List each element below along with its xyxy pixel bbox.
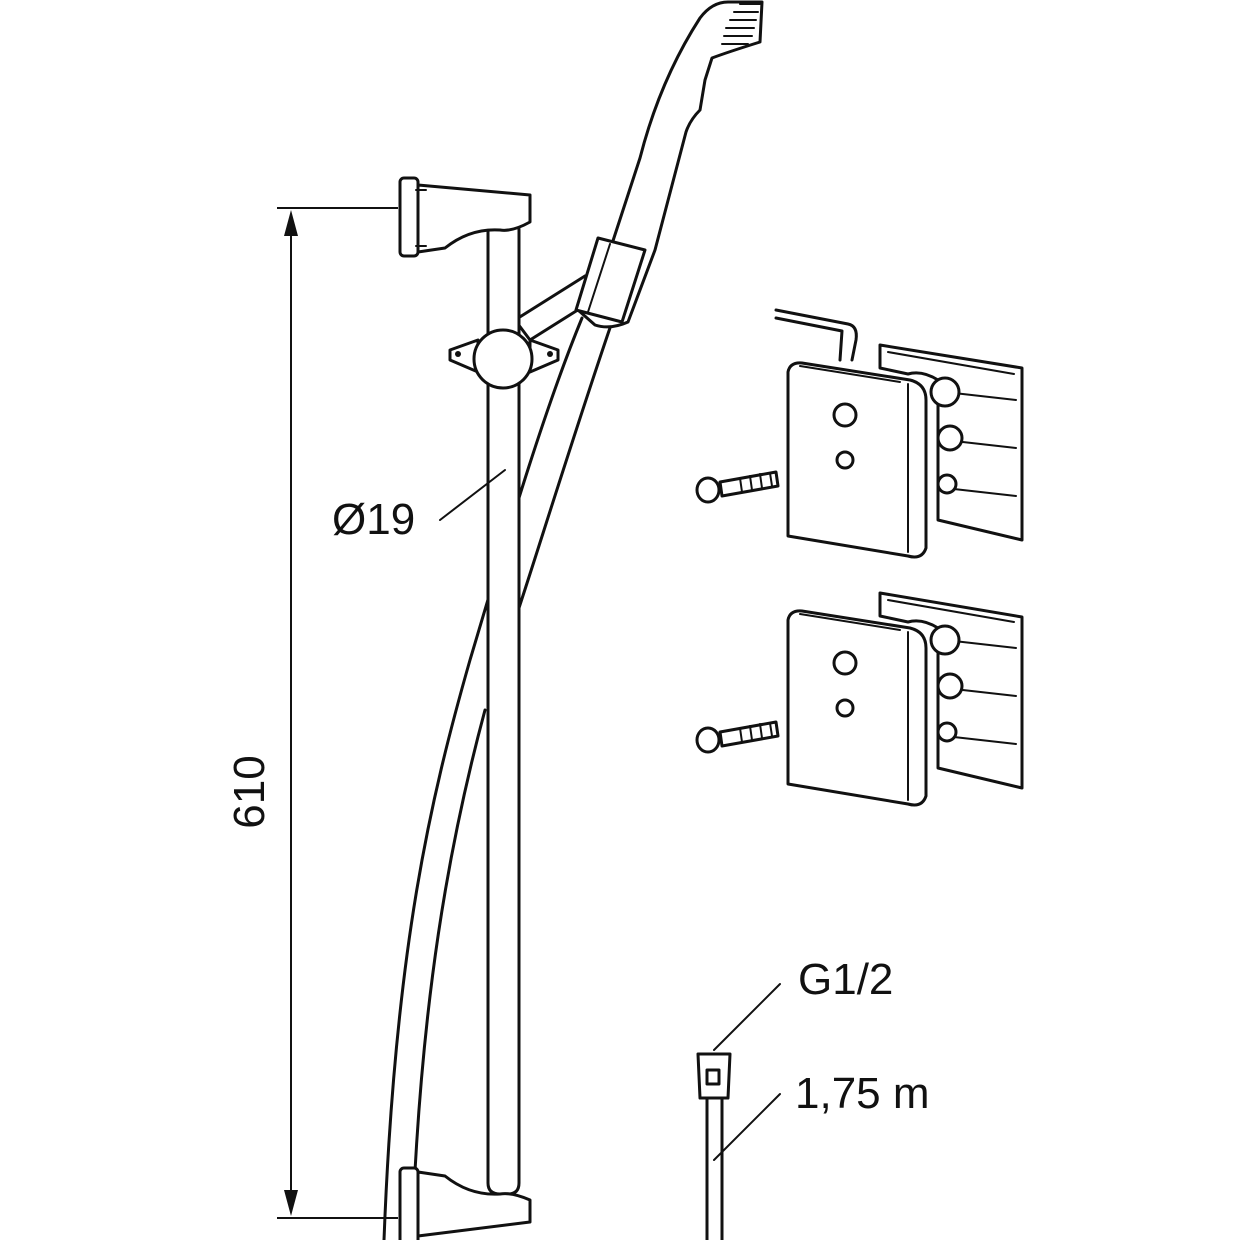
height-dimension	[277, 207, 398, 1219]
rail-diameter-label: Ø19	[332, 495, 416, 544]
upper-bracket	[695, 343, 1024, 559]
height-dimension-label: 610	[225, 755, 274, 829]
shower-rail-icon	[439, 218, 534, 1196]
hose-length-label: 1,75 m	[795, 1069, 930, 1118]
screw-icon	[695, 470, 780, 504]
top-wall-mount	[398, 176, 532, 258]
hex-key-icon	[774, 308, 858, 362]
wall-bracket-icon	[786, 343, 1024, 559]
bottom-wall-mount	[398, 1166, 532, 1240]
lower-bracket	[695, 591, 1024, 807]
shower-hose-icon	[696, 983, 781, 1240]
shower-hose-icon	[382, 316, 614, 1240]
wall-bracket-icon	[786, 591, 1024, 807]
hose-thread-label: G1/2	[798, 955, 894, 1004]
screw-icon	[695, 720, 780, 754]
hand-shower-icon	[574, 0, 764, 329]
slider-arm	[448, 274, 602, 374]
